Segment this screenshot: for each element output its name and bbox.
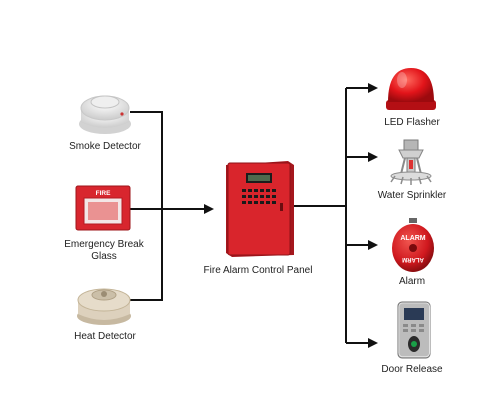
alarm-label: Alarm — [398, 276, 426, 287]
door-release-label: Door Release — [381, 364, 443, 375]
break-glass-label-line2: Glass — [91, 251, 117, 262]
break-glass-label: Emergency Break Glass — [58, 239, 150, 263]
alarm-bell-text: ALARM — [400, 235, 425, 242]
water-sprinkler-icon — [390, 139, 432, 185]
break-glass-icon: FIRE — [75, 185, 131, 231]
alarm-bell-icon: ALARM ALARM — [392, 218, 434, 272]
water-sprinkler-label: Water Sprinkler — [377, 190, 447, 201]
break-glass-sign-text: FIRE — [96, 190, 111, 197]
heat-detector-icon — [77, 288, 131, 325]
led-flasher-label: LED Flasher — [384, 117, 440, 128]
alarm-bell-text-inverted: ALARM — [402, 256, 424, 262]
control-panel-label: Fire Alarm Control Panel — [203, 265, 313, 276]
heat-detector-label: Heat Detector — [74, 331, 136, 342]
smoke-detector-icon — [79, 95, 131, 134]
smoke-detector-label: Smoke Detector — [69, 141, 141, 152]
break-glass-label-line1: Emergency Break — [64, 239, 144, 250]
control-panel-icon — [226, 161, 294, 257]
door-release-icon — [397, 301, 431, 359]
wire-smoke — [130, 111, 163, 301]
led-flasher-icon — [386, 68, 436, 110]
